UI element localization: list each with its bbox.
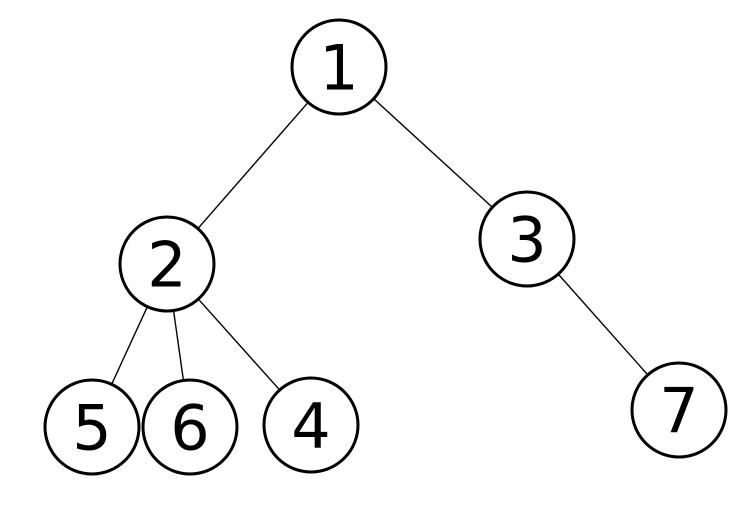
node-label-5: 5 bbox=[72, 392, 111, 465]
tree-edge-1-2 bbox=[197, 101, 309, 230]
node-circle-4[interactable] bbox=[262, 376, 360, 474]
node-label-4: 4 bbox=[291, 390, 330, 463]
node-circle-3[interactable] bbox=[478, 190, 576, 288]
tree-edge-2-6 bbox=[172, 310, 185, 381]
node-circle-6[interactable] bbox=[141, 378, 239, 476]
node-label-1: 1 bbox=[319, 32, 358, 105]
tree-node-3[interactable]: 3 bbox=[478, 190, 576, 288]
node-circle-1[interactable] bbox=[290, 18, 388, 116]
edges-layer bbox=[111, 98, 649, 391]
tree-node-5[interactable]: 5 bbox=[43, 378, 141, 476]
tree-edge-2-4 bbox=[197, 298, 281, 391]
tree-edge-2-5 bbox=[111, 306, 148, 385]
node-circle-5[interactable] bbox=[43, 378, 141, 476]
node-label-6: 6 bbox=[170, 392, 209, 465]
tree-node-7[interactable]: 7 bbox=[630, 361, 728, 459]
node-label-7: 7 bbox=[659, 375, 698, 448]
tree-node-6[interactable]: 6 bbox=[141, 378, 239, 476]
tree-edge-3-7 bbox=[557, 273, 649, 376]
node-circle-2[interactable] bbox=[118, 215, 216, 313]
node-label-2: 2 bbox=[147, 229, 186, 302]
tree-node-4[interactable]: 4 bbox=[262, 376, 360, 474]
tree-node-1[interactable]: 1 bbox=[290, 18, 388, 116]
tree-node-2[interactable]: 2 bbox=[118, 215, 216, 313]
node-label-3: 3 bbox=[507, 204, 546, 277]
node-circle-7[interactable] bbox=[630, 361, 728, 459]
tree-edge-1-3 bbox=[373, 98, 493, 208]
